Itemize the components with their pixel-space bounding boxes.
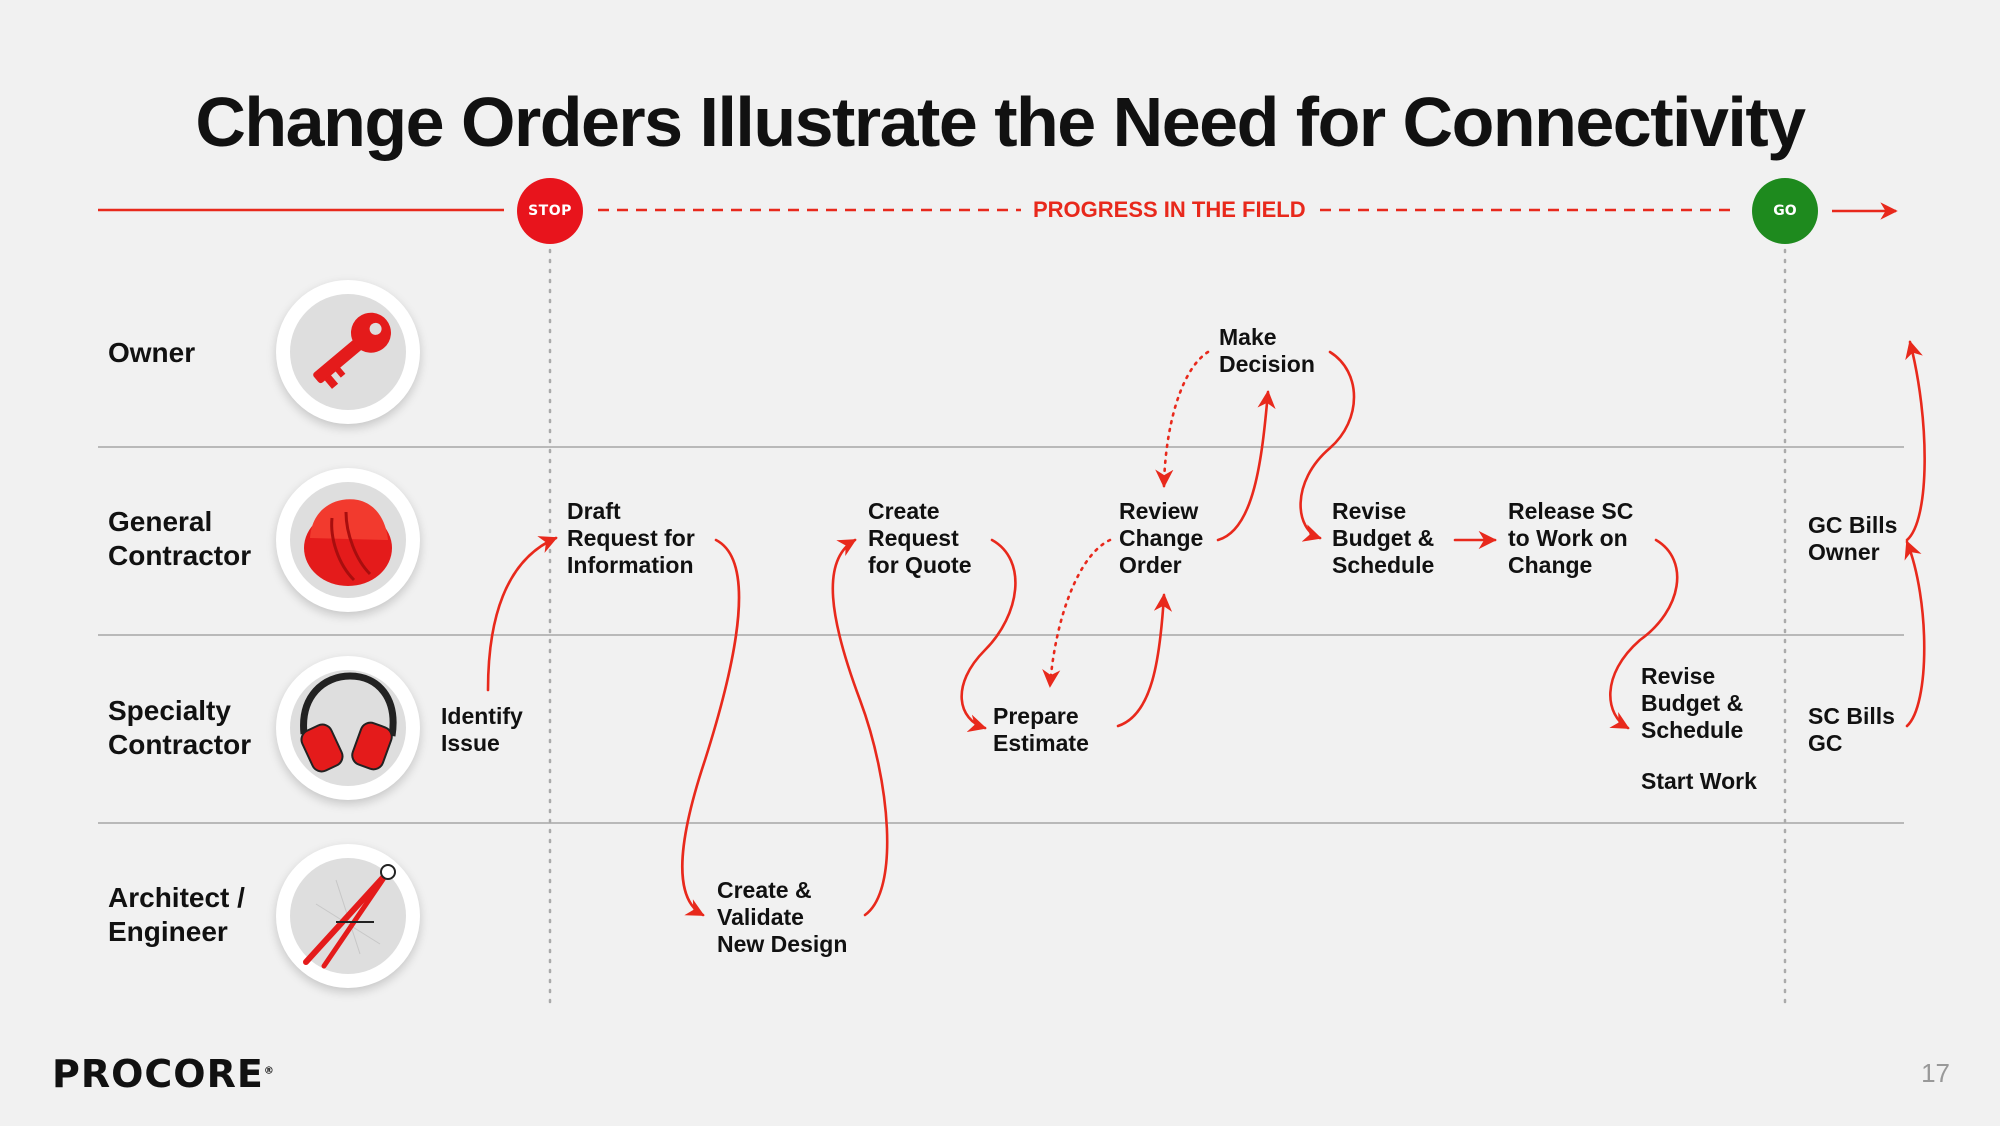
go-badge: GO (1752, 178, 1818, 244)
step-draft-rfi: Draft Request for Information (567, 498, 695, 578)
architect-engineer-avatar (276, 844, 420, 988)
stop-badge: STOP (517, 178, 583, 244)
step-release-sc: Release SC to Work on Change (1508, 498, 1634, 578)
arrow-review-to-decision (1216, 390, 1276, 542)
procore-logo: PROCORE® (52, 1052, 275, 1096)
arrow-sc-bills-to-gc (1904, 540, 1926, 728)
step-gc-bills-owner: GC Bills Owner (1808, 512, 1898, 565)
step-sc-bills-gc: SC Bills GC (1808, 703, 1895, 756)
lane-label-specialty-contractor: Specialty Contractor (108, 695, 252, 760)
general-contractor-avatar (276, 468, 420, 612)
arrow-estimate-to-review (1116, 593, 1173, 728)
lane-label-general-contractor: General Contractor (108, 506, 252, 571)
arrow-release-to-sc-revise (1609, 538, 1679, 730)
specialty-contractor-avatar (276, 656, 420, 800)
progress-label: PROGRESS IN THE FIELD (1021, 197, 1318, 223)
arrow-design-to-rfq (831, 538, 889, 917)
lane-label-architect-engineer: Architect / Engineer (108, 882, 245, 947)
step-start-work: Start Work (1641, 768, 1757, 794)
arrow-decision-to-revise (1299, 350, 1356, 542)
step-make-decision: Make Decision (1219, 324, 1315, 377)
step-revise-budget-sc: Revise Budget & Schedule (1641, 663, 1744, 743)
arrow-identify-to-rfi (486, 536, 558, 692)
step-create-rfq: Create Request for Quote (868, 498, 972, 578)
arrow-rfq-to-estimate (960, 538, 1017, 733)
owner-avatar (276, 280, 420, 424)
step-identify-issue: Identify Issue (441, 703, 523, 756)
page-title: Change Orders Illustrate the Need for Co… (195, 83, 1806, 161)
ear-protection-icon (290, 670, 406, 786)
dotted-arrow-review-to-estimate (1042, 538, 1112, 688)
arrow-gc-bills-to-owner (1905, 340, 1926, 542)
dotted-arrow-decision-to-review (1155, 350, 1210, 488)
drafting-compass-icon (290, 858, 406, 974)
arrow-rfi-to-design (680, 538, 741, 917)
lane-label-owner: Owner (108, 337, 196, 368)
step-review-change-order: Review Change Order (1119, 498, 1204, 578)
step-revise-budget-gc: Revise Budget & Schedule (1332, 498, 1435, 578)
step-prepare-estimate: Prepare Estimate (993, 703, 1089, 756)
key-icon (290, 294, 406, 410)
step-create-validate-design: Create & Validate New Design (717, 877, 848, 957)
hard-hat-icon (290, 482, 406, 598)
page-number: 17 (1921, 1058, 1950, 1088)
